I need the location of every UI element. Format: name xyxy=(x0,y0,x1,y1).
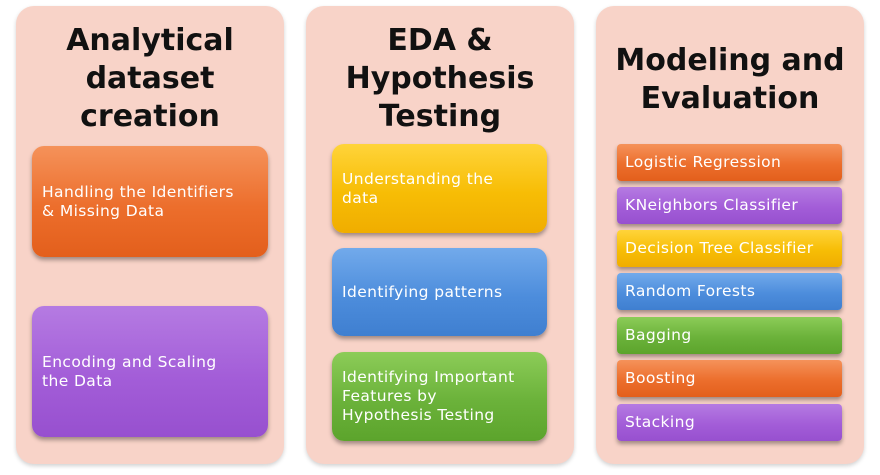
model-logistic-regression: Logistic Regression xyxy=(617,144,842,181)
model-random-forests: Random Forests xyxy=(617,273,842,310)
panel-title: Analytical dataset creation xyxy=(66,23,234,134)
panel-title: EDA & Hypothesis Testing xyxy=(345,23,535,134)
panel-modeling-evaluation: Modeling and Evaluation Logistic Regress… xyxy=(596,6,864,464)
model-kneighbors-classifier: KNeighbors Classifier xyxy=(617,187,842,224)
step-identifying-important-features: Identifying Important Features by Hypoth… xyxy=(332,352,547,441)
panel-eda-hypothesis-testing: EDA & Hypothesis Testing Understanding t… xyxy=(306,6,574,464)
panel-analytical-dataset-creation: Analytical dataset creation Handling the… xyxy=(16,6,284,464)
model-decision-tree-classifier: Decision Tree Classifier xyxy=(617,230,842,267)
step-identifying-patterns: Identifying patterns xyxy=(332,248,547,336)
model-bagging: Bagging xyxy=(617,317,842,354)
model-stacking: Stacking xyxy=(617,404,842,441)
model-boosting: Boosting xyxy=(617,360,842,397)
step-encoding-scaling-data: Encoding and Scaling the Data xyxy=(32,306,268,437)
step-handling-identifiers-missing-data: Handling the Identifiers & Missing Data xyxy=(32,146,268,257)
panel-title: Modeling and Evaluation xyxy=(615,43,845,116)
step-understanding-data: Understanding the data xyxy=(332,144,547,233)
